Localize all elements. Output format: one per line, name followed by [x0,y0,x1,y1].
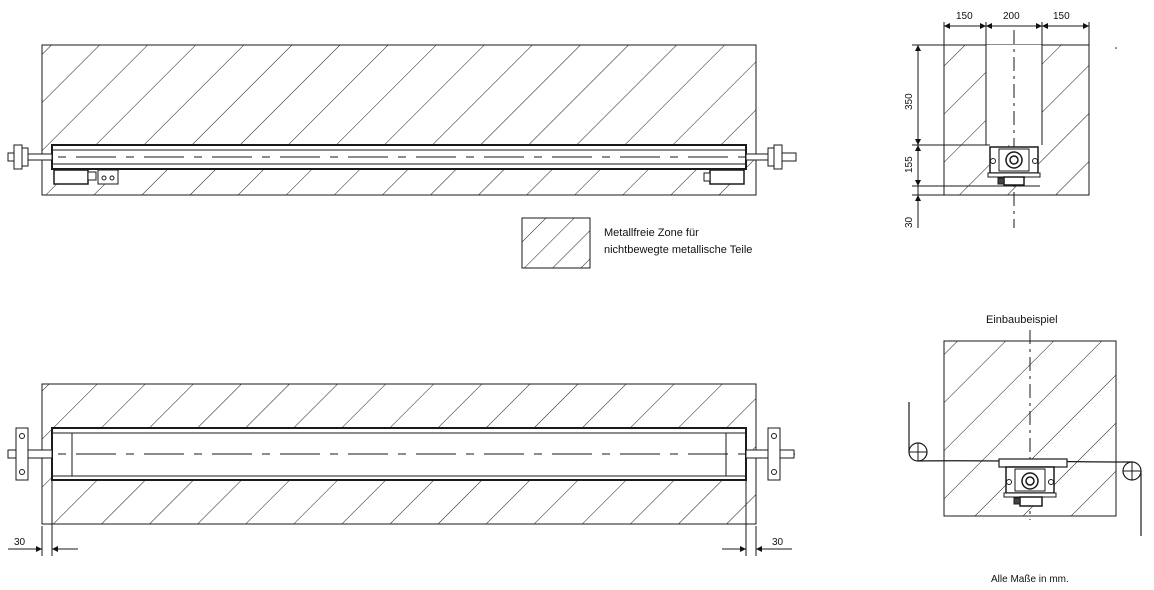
dim-height-upper: 350 [904,93,915,110]
dim-width-right: 150 [1053,11,1070,22]
legend: Metallfreie Zone für nichtbewegte metall… [521,217,752,269]
lower-right-offset-dimension: 30 [722,480,792,556]
units-note: Alle Maße in mm. [991,574,1069,585]
cross-section-view: 150 200 150 350 155 30 [904,11,1117,228]
upper-metal-free-zone [41,44,757,196]
upper-right-bracket [703,169,745,185]
lower-side-view: 30 30 [7,383,795,556]
dim-height-lower: 30 [904,216,915,228]
lower-left-end-fitting [7,427,53,481]
dim-right-offset: 30 [772,537,784,548]
legend-hatch-swatch [521,217,591,269]
upper-left-end-fitting [7,144,53,170]
upper-right-end-fitting [745,144,797,170]
installation-sensor-head [998,458,1068,507]
cross-section-sensor-head [987,146,1041,186]
dim-width-center: 200 [1003,11,1020,22]
installation-example-title: Einbaubeispiel [986,314,1058,326]
dim-height-middle: 155 [904,156,915,173]
dim-width-left: 150 [956,11,973,22]
upper-side-view [7,44,797,196]
lower-left-offset-dimension: 30 [8,480,78,556]
legend-text-line1: Metallfreie Zone für [604,227,699,239]
installation-example: Einbaubeispiel Alle Maß [908,314,1142,585]
conveyor-belt [908,402,1142,536]
upper-left-bracket [53,169,119,185]
dim-left-offset: 30 [14,537,26,548]
legend-text-line2: nichtbewegte metallische Teile [604,244,752,256]
lower-right-end-fitting [745,427,795,481]
